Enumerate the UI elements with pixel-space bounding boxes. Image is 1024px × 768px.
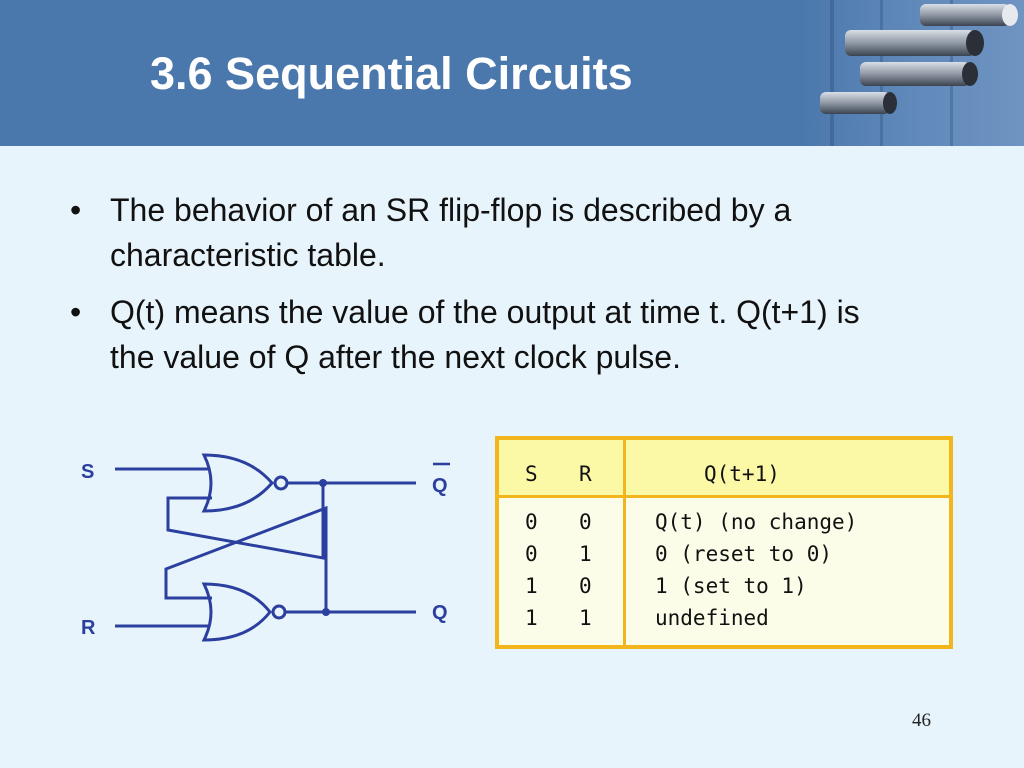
table-cell-next: 1 (set to 1): [655, 574, 807, 598]
table-header-row: [499, 440, 949, 498]
table-cell-s: 1: [525, 606, 538, 630]
characteristic-table: S R Q(t+1) 0 0 Q(t) (no change) 0 1 0 (r…: [495, 436, 953, 649]
table-cell-next: 0 (reset to 0): [655, 542, 833, 566]
wire-feedback-bottom: [164, 505, 328, 612]
nor-gate-bottom-bubble: [271, 604, 287, 620]
table-divider: [623, 440, 626, 645]
table-cell-next: undefined: [655, 606, 769, 630]
label-r: R: [81, 617, 96, 639]
bullet-item: • Q(t) means the value of the output at …: [68, 290, 868, 380]
nor-gate-top-bubble: [273, 475, 289, 491]
header-r: R: [579, 462, 592, 486]
title-bar: 3.6 Sequential Circuits: [0, 0, 1024, 146]
sr-flip-flop-diagram: S R Q Q: [81, 453, 450, 642]
bullet-text: Q(t) means the value of the output at ti…: [110, 294, 860, 375]
table-cell-s: 0: [525, 542, 538, 566]
table-cell-s: 1: [525, 574, 538, 598]
label-s: S: [81, 461, 94, 483]
slide-title: 3.6 Sequential Circuits: [150, 48, 633, 99]
table-cell-r: 1: [579, 606, 592, 630]
label-q-bar: Q: [432, 475, 448, 497]
nor-gate-bottom: [201, 582, 272, 642]
bullet-item: • The behavior of an SR flip-flop is des…: [68, 188, 868, 278]
page-number: 46: [912, 710, 931, 731]
wire-feedback-top: [166, 483, 325, 560]
label-q: Q: [432, 602, 448, 624]
header-next-state: Q(t+1): [704, 462, 780, 486]
table-cell-next: Q(t) (no change): [655, 510, 858, 534]
bullet-marker: •: [70, 192, 82, 228]
table-cell-r: 0: [579, 574, 592, 598]
bullet-list: • The behavior of an SR flip-flop is des…: [68, 188, 868, 392]
junction-dot-top: [319, 479, 327, 487]
bullet-text: The behavior of an SR flip-flop is descr…: [110, 192, 792, 273]
bullet-marker: •: [70, 294, 82, 330]
junction-dot-bottom: [322, 608, 330, 616]
header-decorative-image: [800, 0, 1024, 146]
table-cell-r: 1: [579, 542, 592, 566]
header-s: S: [525, 462, 538, 486]
nor-gate-top: [201, 453, 274, 513]
table-cell-s: 0: [525, 510, 538, 534]
table-cell-r: 0: [579, 510, 592, 534]
